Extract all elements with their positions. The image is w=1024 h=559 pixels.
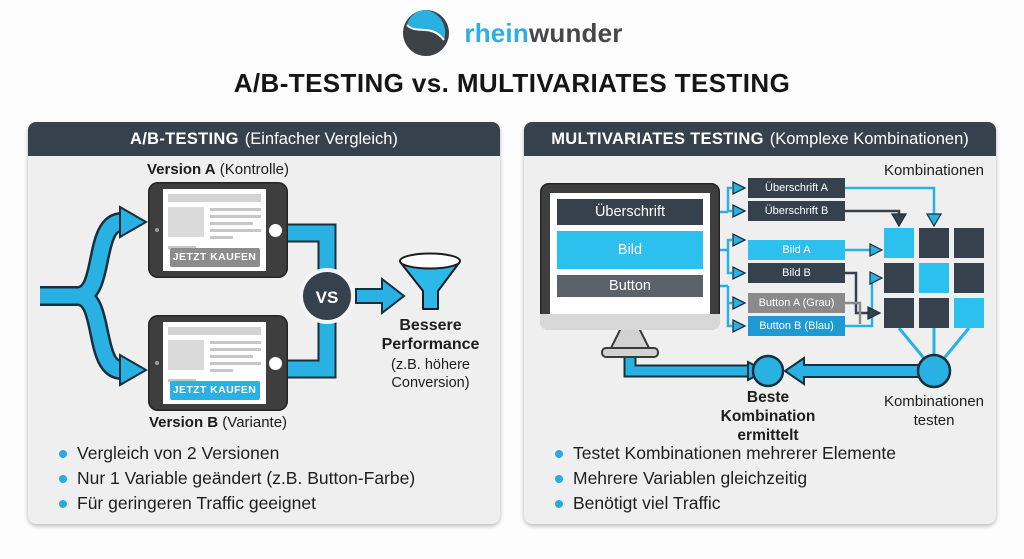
best-combination-label: Beste Kombination ermittelt (720, 389, 816, 444)
mv-panel-header: MULTIVARIATES TESTING (Komplexe Kombinat… (524, 122, 996, 156)
grid-cell (884, 298, 914, 328)
variant-ueberschrift-b: Überschrift B (748, 201, 845, 221)
tablet-camera-dot (155, 228, 159, 232)
test-combinations-node (916, 353, 952, 389)
monitor-screen: Überschrift Bild Button (550, 193, 710, 314)
variant-bild-b: Bild B (748, 263, 845, 283)
placeholder-image (168, 207, 204, 237)
mv-panel-body: Überschrift Bild Button Kombinationen Üb… (524, 156, 996, 524)
grid-cell (954, 263, 984, 293)
monitor-stand (601, 327, 659, 358)
outcome-title: Bessere Performance (381, 317, 480, 353)
mv-panel-subtitle: (Komplexe Kombinationen) (769, 129, 969, 148)
monitor-mockup: Überschrift Bild Button (540, 183, 720, 330)
version-a-name: Version A (147, 161, 216, 178)
placeholder-bar (168, 327, 261, 335)
ab-bullet-3: Für geringeren Traffic geeignet (58, 494, 415, 513)
brand-header: rheinwunder (0, 7, 1024, 59)
test-combinations-label: Kombinationen testen (883, 393, 985, 429)
result-arrow (355, 276, 406, 316)
mv-bullet-3: Benötigt viel Traffic (554, 494, 896, 513)
ab-panel-body: VS Version A (Kontrolle) (28, 156, 500, 524)
tablet-a-screen: JETZT KAUFEN (163, 189, 266, 271)
tablet-b-screen: JETZT KAUFEN (163, 322, 266, 404)
funnel-icon (399, 252, 461, 310)
ab-panel-header: A/B-TESTING (Einfacher Vergleich) (28, 122, 500, 156)
outcome-caption: Bessere Performance (z.B. höhere Convers… (358, 316, 500, 392)
variant-button-a: Button A (Grau) (748, 293, 845, 313)
grid-to-test-lines (897, 327, 971, 369)
version-a-label: Version A (Kontrolle) (118, 161, 318, 178)
brand-name-part2: wunder (528, 17, 623, 48)
version-b-note: (Variante) (218, 414, 288, 431)
tablet-version-b: JETZT KAUFEN (148, 315, 288, 411)
placeholder-lines (210, 340, 261, 376)
monitor-block-button: Button (557, 275, 703, 297)
placeholder-image (168, 340, 204, 370)
ab-panel-subtitle: (Einfacher Vergleich) (244, 129, 398, 148)
version-b-name: Version B (148, 414, 219, 431)
page-title: A/B-TESTING vs. MULTIVARIATES TESTING (233, 68, 791, 98)
monitor-to-result-line (623, 348, 768, 382)
brand-name: rheinwunder (464, 18, 622, 49)
variant-bild-a: Bild A (748, 240, 845, 260)
mv-bullet-list: Testet Kombinationen mehrerer Elemente M… (554, 444, 896, 519)
variant-ueberschrift-a: Überschrift A (748, 178, 845, 198)
version-a-note: (Kontrolle) (215, 161, 289, 178)
best-combination-node (751, 354, 785, 388)
grid-cell (884, 228, 914, 258)
ab-panel-title: A/B-TESTING (130, 129, 239, 148)
jetzt-kaufen-button-b: JETZT KAUFEN (169, 381, 260, 400)
tablet-home-button (269, 223, 282, 237)
tablet-b-screen-content: JETZT KAUFEN (163, 322, 266, 404)
tablet-a-screen-content: JETZT KAUFEN (163, 189, 266, 271)
brand-name-part1: rhein (464, 17, 529, 48)
vs-badge-label: VS (316, 288, 339, 307)
mv-bullet-2: Mehrere Variablen gleichzeitig (554, 469, 896, 488)
grid-cell (919, 263, 949, 293)
grid-cell (954, 298, 984, 328)
grid-cell (954, 228, 984, 258)
branch-arrow (40, 205, 149, 387)
ab-bullet-list: Vergleich von 2 Versionen Nur 1 Variable… (58, 444, 415, 519)
jetzt-kaufen-button-a: JETZT KAUFEN (169, 248, 260, 267)
tablet-version-a: JETZT KAUFEN (148, 182, 288, 278)
monitor-block-ueberschrift: Überschrift (557, 199, 703, 225)
monitor-block-bild: Bild (557, 231, 703, 269)
version-b-label: Version B (Variante) (118, 414, 318, 431)
ab-bullet-2: Nur 1 Variable geändert (z.B. Button-Far… (58, 469, 415, 488)
mv-panel-title: MULTIVARIATES TESTING (551, 129, 764, 148)
monitor-chin (540, 314, 720, 330)
outcome-note: (z.B. höhere Conversion) (391, 357, 470, 391)
label-arrowheads (732, 180, 747, 334)
test-to-best-arrow (783, 356, 921, 386)
grid-cell (884, 263, 914, 293)
combinations-title: Kombinationen (883, 162, 985, 179)
vs-connector (286, 223, 337, 379)
multivariate-panel: MULTIVARIATES TESTING (Komplexe Kombinat… (524, 122, 996, 524)
tablet-camera-dot (155, 361, 159, 365)
grid-cell (919, 228, 949, 258)
variant-button-b: Button B (Blau) (748, 316, 845, 336)
combination-grid (884, 228, 984, 328)
vs-badge (299, 268, 355, 324)
rheinwunder-logo-icon (403, 10, 450, 56)
mv-bullet-1: Testet Kombinationen mehrerer Elemente (554, 444, 896, 463)
grid-cell (919, 298, 949, 328)
ab-bullet-1: Vergleich von 2 Versionen (58, 444, 415, 463)
placeholder-bar (168, 194, 261, 202)
tablet-home-button (269, 356, 282, 370)
placeholder-lines (210, 207, 261, 243)
ab-testing-panel: A/B-TESTING (Einfacher Vergleich) VS (28, 122, 500, 524)
